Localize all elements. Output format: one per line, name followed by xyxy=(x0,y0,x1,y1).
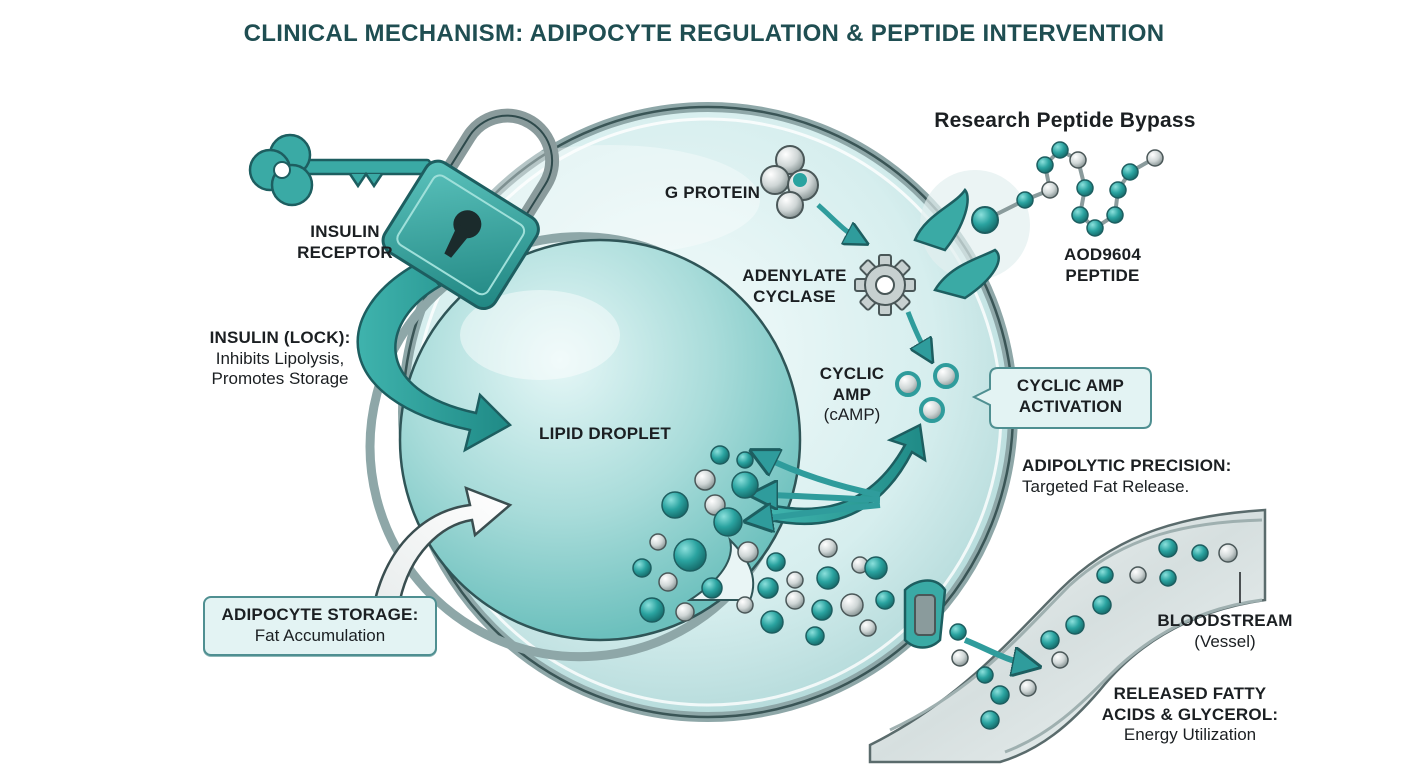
arrow-gprotein-to-cyclase xyxy=(816,203,860,240)
g-protein-label: G PROTEIN xyxy=(664,183,761,202)
gear-icon xyxy=(854,254,916,316)
adipolytic-precision-label: ADIPOLYTIC PRECISION: Targeted Fat Relea… xyxy=(1022,456,1232,496)
page-title: CLINICAL MECHANISM: ADIPOCYTE REGULATION… xyxy=(243,20,1165,47)
lipolysis-arrow-3 xyxy=(755,502,881,520)
peptide-chain-icon xyxy=(971,141,1164,237)
key-icon xyxy=(248,133,432,207)
lipolysis-arrow-1 xyxy=(760,455,881,498)
insulin-arrow xyxy=(356,260,513,453)
g-protein-icon xyxy=(760,145,819,219)
camp-molecules xyxy=(895,363,959,423)
research-peptide-bypass-label: Research Peptide Bypass xyxy=(934,109,1196,132)
cyclic-amp-activation-callout xyxy=(971,367,1152,429)
adipocyte-storage-label: ADIPOCYTE STORAGE: Fat Accumulation xyxy=(221,605,419,645)
cyclic-amp-label: CYCLIC AMP (cAMP) xyxy=(819,364,885,425)
bloodstream-label: BLOODSTREAM (Vessel) xyxy=(1157,611,1293,651)
insulin-receptor-label: INSULIN RECEPTOR xyxy=(297,222,393,262)
padlock-icon xyxy=(381,108,560,311)
arrow-cyclase-to-camp xyxy=(905,311,928,355)
released-fatty-acids-label: RELEASED FATTY ACIDS & GLYCEROL: Energy … xyxy=(1101,684,1279,745)
lipolysis-arrow-2 xyxy=(760,495,881,500)
membrane-channel xyxy=(903,579,947,649)
insulin-lock-label: INSULIN (LOCK): Inhibits Lipolysis, Prom… xyxy=(209,328,351,389)
adenylate-cyclase-label: ADENYLATE CYCLASE xyxy=(742,266,847,306)
lipid-droplet xyxy=(365,232,802,662)
fatty-acid-particles xyxy=(632,445,1238,730)
adipocyte-storage-callout xyxy=(203,596,437,656)
aod9604-peptide-label: AOD9604 PEPTIDE xyxy=(1064,245,1141,285)
cyclic-amp-activation-label: CYCLIC AMP ACTIVATION xyxy=(1016,376,1125,416)
storage-arrow xyxy=(373,485,513,602)
lipid-droplet-label: LIPID DROPLET xyxy=(539,424,671,443)
release-arrow xyxy=(963,637,1030,665)
